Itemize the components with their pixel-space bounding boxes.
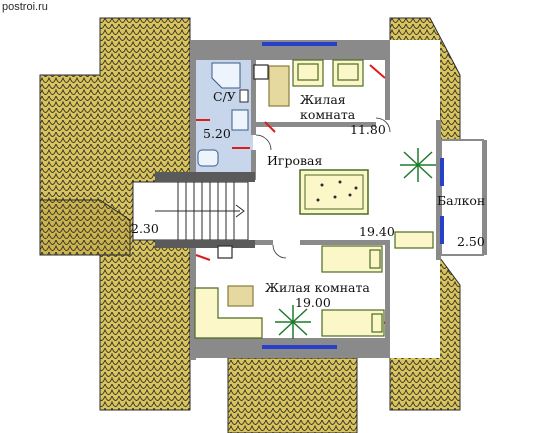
playroom-furniture: [299, 169, 434, 249]
bedroom-top-furniture: [253, 59, 364, 107]
roof-bottom-center: [227, 357, 358, 433]
balcony: [440, 139, 484, 256]
wall-right-lower: [385, 245, 390, 358]
bedroom-top-name-line1: Жилая: [300, 92, 346, 107]
wall-bedroom-bottom: [256, 122, 376, 127]
bedroom-bottom-furniture: [194, 245, 385, 339]
bedroom-bottom-area: 19.00: [295, 295, 331, 310]
playroom-name: Игровая: [267, 153, 322, 168]
stairs: [132, 172, 255, 248]
wall-balcony-outer: [483, 140, 487, 255]
wall-left-lower: [190, 245, 196, 360]
table: [268, 65, 290, 107]
wall-left-upper: [190, 40, 196, 180]
playroom-area: 19.40: [359, 224, 395, 239]
wall-right-upper: [385, 40, 390, 120]
shower-tray: [211, 62, 241, 89]
corner-sofa: [194, 287, 263, 339]
bathroom-fixtures: [197, 62, 249, 167]
toilet: [197, 149, 219, 167]
bathroom-area: 5.20: [203, 126, 231, 141]
bedroom-top-area: 11.80: [350, 122, 386, 137]
bedroom-bottom-name: Жилая комната: [265, 280, 370, 295]
desk-chair: [253, 64, 269, 80]
wall-bathroom-right: [251, 60, 256, 135]
roof-left-hip: [39, 199, 131, 256]
windows: [262, 42, 337, 349]
balcony-name: Балкон: [437, 193, 485, 208]
door-swings: [255, 117, 391, 259]
watermark-text: postroi.ru: [2, 1, 48, 13]
plant-icon: [400, 148, 436, 182]
billiard-table: [299, 169, 369, 215]
plant-icon: [275, 305, 311, 339]
wall-mid-right: [300, 240, 390, 245]
bedroom-top-name-line2: комната: [300, 107, 356, 122]
coffee-table: [227, 285, 254, 307]
room-labels: С/У 5.20 Жилая комната 11.80 Игровая 19.…: [131, 89, 485, 310]
bathroom-name: С/У: [213, 89, 236, 104]
balcony-area: 2.50: [457, 234, 485, 249]
wall-right-inner: [436, 120, 441, 260]
sink: [231, 109, 249, 131]
boiler: [239, 89, 249, 103]
stairs-area: 2.30: [131, 221, 159, 236]
wall-bathroom-right-lower: [251, 150, 256, 180]
wall-top: [190, 40, 390, 60]
sofa: [394, 231, 434, 249]
fireplace: [217, 245, 233, 259]
